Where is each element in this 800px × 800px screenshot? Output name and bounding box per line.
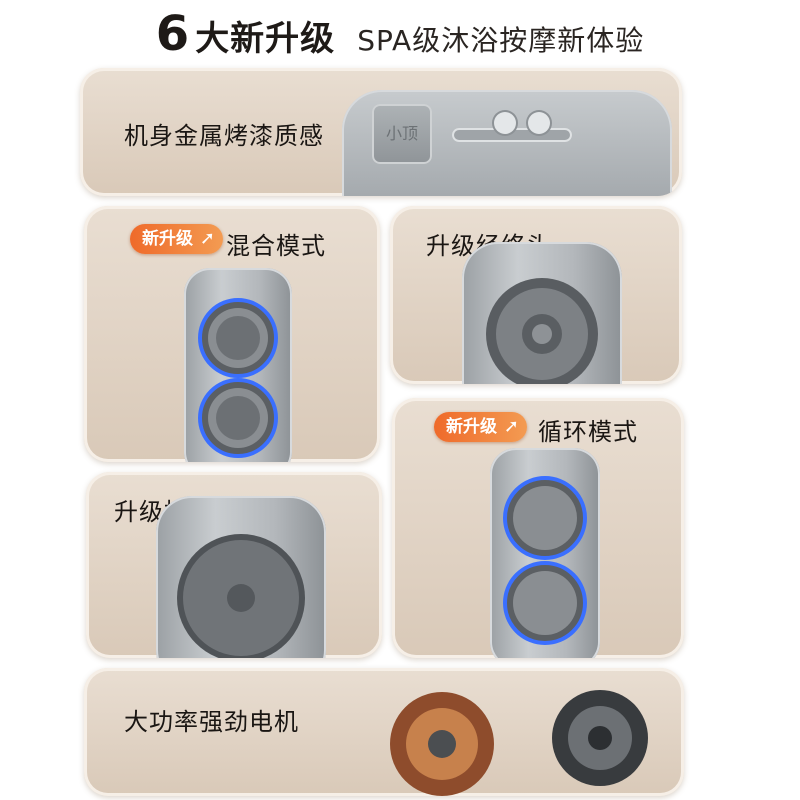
badge-text-2: 新升级 (446, 417, 497, 437)
device-meridian-head (462, 242, 622, 384)
badge-text: 新升级 (142, 229, 193, 249)
meridian-head-graphic (486, 278, 598, 384)
up-arrow-icon-2: ➚ (503, 416, 519, 437)
dual-head-graphic (198, 298, 278, 458)
feature-card-metal: 机身金属烤漆质感 小顶 (80, 68, 682, 196)
feature-label-mix: 混合模式 (226, 232, 326, 260)
motor-graphic (390, 690, 648, 796)
title-subtitle: SPA级沐浴按摩新体验 (357, 24, 645, 57)
feature-card-motor: 大功率强劲电机 (84, 668, 684, 796)
feature-label-motor: 大功率强劲电机 (124, 708, 299, 736)
device-massage-head (156, 496, 326, 658)
up-arrow-icon: ➚ (199, 228, 215, 249)
new-upgrade-badge: 新升级 ➚ (130, 224, 223, 254)
new-upgrade-badge-2: 新升级 ➚ (434, 412, 527, 442)
page-title: 6 大新升级 SPA级沐浴按摩新体验 (0, 6, 800, 66)
title-number: 6 (155, 6, 190, 62)
feature-card-cycle: 新升级 ➚ 循环模式 (392, 398, 684, 658)
device-top-image: 小顶 (342, 90, 672, 196)
feature-card-massage: 升级按摩头 (86, 472, 382, 658)
power-button (494, 112, 516, 134)
massage-head-graphic (177, 534, 305, 658)
feature-card-mix: 新升级 ➚ 混合模式 (84, 206, 380, 462)
feature-card-meridian: 升级经络头 (390, 206, 682, 384)
feature-label-metal: 机身金属烤漆质感 (124, 122, 324, 150)
title-main: 大新升级 (195, 19, 336, 59)
feature-label-cycle: 循环模式 (538, 418, 638, 446)
device-dual-head-mix (184, 268, 292, 462)
cycle-head-graphic (503, 476, 587, 645)
mode-button (528, 112, 550, 134)
device-dual-head-cycle (490, 448, 600, 658)
device-logo-plate: 小顶 (372, 104, 432, 164)
